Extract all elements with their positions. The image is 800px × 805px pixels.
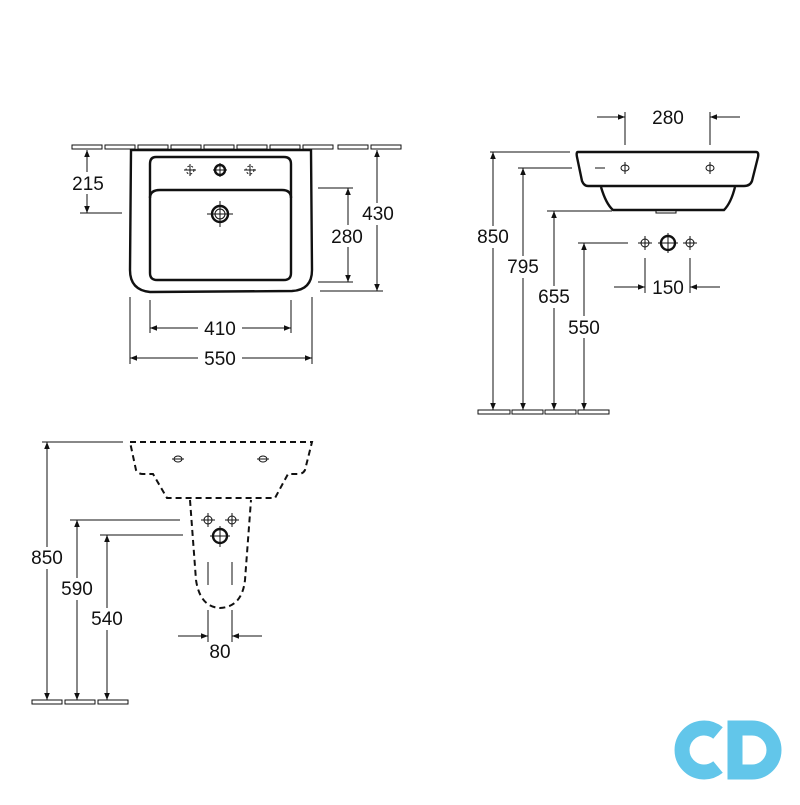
dim-430-label: 430 (362, 204, 394, 225)
basin-inner (148, 155, 293, 282)
dim-215-label: 215 (72, 174, 104, 195)
ped-dim-80-label: 80 (209, 642, 230, 663)
dimension-550: 550 (129, 297, 313, 370)
waste-outlet (655, 209, 677, 214)
dimension-80: 80 (178, 610, 262, 663)
side-dim-550-label: 550 (568, 318, 600, 339)
floor-bar (31, 699, 129, 705)
side-view: 280 850 795 655 (474, 108, 760, 415)
ped-dim-540-label: 540 (91, 609, 123, 630)
front-view: 215 280 430 410 550 (66, 144, 402, 370)
side-dim-850-label: 850 (477, 227, 509, 248)
side-dim-150-label: 150 (652, 278, 684, 299)
dimension-410: 410 (149, 300, 292, 340)
dimension-540: 540 (87, 534, 183, 700)
dim-410-label: 410 (204, 319, 236, 340)
ped-dim-850-label: 850 (31, 548, 63, 569)
bowl-edge (148, 188, 293, 199)
basin-dashed-outline (128, 441, 314, 499)
dimension-280: 280 (318, 187, 370, 283)
wall-bar (71, 144, 402, 150)
connection-icons (638, 233, 697, 253)
side-dim-655-label: 655 (538, 287, 570, 308)
dimension-850: 850 (474, 151, 570, 410)
hole-icons (172, 455, 269, 585)
dimension-850-pedestal: 850 (28, 441, 123, 700)
dim-280-label: 280 (331, 227, 363, 248)
ped-dim-590-label: 590 (61, 579, 93, 600)
side-dim-280-label: 280 (652, 108, 684, 129)
dimension-550-side: 550 (564, 242, 628, 410)
floor-bar (477, 409, 610, 415)
pedestal-view: 850 590 540 80 (28, 441, 314, 705)
basin-outline (128, 148, 314, 294)
dimension-150: 150 (614, 258, 720, 299)
side-dim-795-label: 795 (507, 257, 539, 278)
dimension-215: 215 (66, 150, 122, 214)
brand-logo (674, 720, 782, 780)
dimension-590: 590 (57, 519, 180, 700)
dimension-795: 795 (503, 167, 572, 410)
dimension-280-top: 280 (597, 108, 740, 145)
dim-550-label: 550 (204, 349, 236, 370)
overflow-hole-icons (620, 162, 715, 174)
dimension-655: 655 (534, 210, 612, 410)
tap-hole-icons (184, 163, 256, 177)
basin-side-outline (575, 150, 760, 188)
drain-icon (207, 201, 233, 227)
basin-underside (599, 186, 737, 212)
pedestal-dashed-outline (189, 499, 252, 610)
dimension-430: 430 (320, 150, 398, 292)
